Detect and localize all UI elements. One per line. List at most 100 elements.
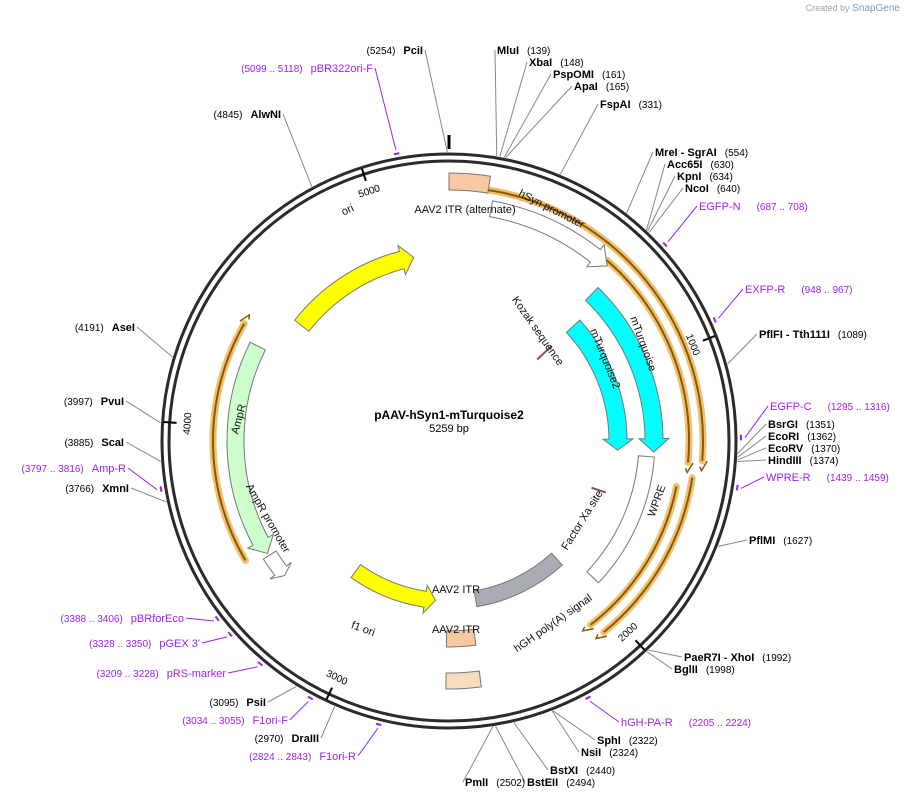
primer-range: (1295 .. 1316) [828,402,890,413]
plasmid-length: 5259 bp [429,423,469,435]
site-label-hindiii: HindIII(1374) [768,455,839,467]
site-label-draiii: (2970)DraIII [255,733,319,745]
primer-leader-wpre-r [740,476,765,489]
primer-name: EGFP-C [770,401,812,413]
primer-range: (3797 .. 3816) [22,464,84,475]
site-position: (1370) [811,444,840,455]
site-position: (2322) [629,736,658,747]
site-label-ecori: EcoRI(1362) [768,431,836,443]
site-label-bstxi: BstXI(2440) [550,765,615,777]
feature-label-factor-xa-site-6: Factor Xa site [559,488,605,552]
site-leader-pcii [424,49,448,153]
primer-mark-pbr322ori-f [393,152,400,156]
site-name: PsiI [246,697,266,709]
orf-arrowhead-3 [581,626,594,632]
site-leader-nsii [551,710,580,753]
site-position: (165) [606,82,629,93]
primer-mark-exfp-r [712,317,717,323]
site-leader-apai [505,85,573,158]
site-leader-scai [125,441,161,462]
site-label-pvui: (3997)PvuI [64,396,124,408]
backbone-inner-ring [167,159,731,723]
site-leader-sphi [552,710,596,741]
primer-leader-f1ori-f [289,701,309,721]
primer-label-exfp-r: EXFP-R(948 .. 967) [745,284,853,296]
primer-mark-pbrforeco [214,615,220,622]
site-name: EcoRV [768,443,804,455]
feature-label-aav2-itr-8: AAV2 ITR [432,624,480,636]
site-position: (640) [717,184,740,195]
site-leader-bstxi [513,722,549,771]
feature-mturquoise2-3 [565,319,635,451]
site-label-pmli: PmlI(2502) [465,777,525,789]
site-leader-pflfi-tth111i [727,333,758,365]
site-label-kpni: KpnI(634) [677,171,733,183]
feature-label-ori-13: ori [340,202,356,218]
site-name: DraIII [291,733,319,745]
site-position: (2502) [496,778,525,789]
feature-aav2-itr-alternate-0 [448,172,492,194]
site-name: MreI - SgrAI [655,147,717,159]
feature-hgh-poly-a-signal-7 [473,552,564,608]
feature-label-kozak-sequence-4: Kozak sequence [509,295,565,369]
site-label-bsrgi: BsrGI (1351) [768,419,835,431]
site-position: (1351) [806,420,835,431]
feature-aav2-itr-8 [445,628,477,648]
site-name: PvuI [101,396,124,408]
site-position: (1998) [706,665,735,676]
site-name: BstXI [550,765,578,777]
site-position: (139) [527,46,550,57]
orf-arrowhead-1 [684,462,694,475]
primer-label-pgex-3: (3328 .. 3350)pGEX 3' [89,638,200,650]
site-label-mrei-sgrai: MreI - SgrAI(554) [655,147,748,159]
site-label-bsteii: BstEII(2494) [527,777,595,789]
site-position: (1089) [838,330,867,341]
site-position: (630) [710,160,733,171]
site-label-sphi: SphI(2322) [597,735,658,747]
site-name: BsrGI [768,419,798,431]
site-leader-pspomi [503,73,552,158]
tick-4000 [163,420,177,424]
site-name: AlwNI [250,109,281,121]
site-position: (3095) [210,698,239,709]
primer-name: pBR322ori-F [311,63,374,75]
tick-label-4000: 4000 [182,412,194,435]
primer-name: pRS-marker [167,668,227,680]
site-label-ecorv: EcoRV (1370) [768,443,840,455]
orf-line-2 [603,477,694,633]
primer-label-egfp-n: EGFP-N(687 .. 708) [699,201,808,213]
site-leader-mrei-sgrai [626,151,654,214]
site-position: (148) [560,58,583,69]
site-label-pflmi: PflMI(1627) [749,535,812,547]
site-leader-asei [136,326,173,358]
tick-3000 [325,687,333,700]
site-name: NcoI [685,183,709,195]
primer-leader-exfp-r [717,288,744,319]
primer-leader-f1ori-r [357,728,379,757]
site-name: ScaI [101,437,124,449]
primer-mark-hgh-pa-r [585,695,591,700]
primer-leader-pbr322ori-f [374,67,397,150]
site-label-psii: (3095) PsiI [210,697,266,709]
tick-5000 [360,168,367,182]
site-label-apai: ApaI(165) [574,81,629,93]
site-name: PflFI - Tth111I [759,329,830,341]
orf-layer [209,185,708,640]
site-leader-hindiii [737,459,767,462]
primer-range: (3034 .. 3055) [182,716,244,727]
site-name: NsiI [581,747,601,759]
orf-arrowhead-2 [594,634,608,640]
primer-label-hgh-pa-r: hGH-PA-R(2205 .. 2224) [621,717,751,729]
primer-leader-egfp-n [667,205,698,243]
site-position: (634) [709,172,732,183]
site-position: (331) [639,100,662,111]
feature-label-aav2-itr-9: AAV2 ITR [432,584,480,596]
tick-label-5000: 5000 [357,183,382,200]
plasmid-name: pAAV-hSyn1-mTurquoise2 [374,408,524,422]
primer-mark-wpre-r [735,484,739,491]
primer-range: (3388 .. 3406) [61,614,123,625]
site-leader-fspai [559,103,599,175]
backbone-outer-ring [160,152,738,730]
feature-hsyn-promoter-1 [489,200,608,268]
primer-range: (3328 .. 3350) [89,639,151,650]
